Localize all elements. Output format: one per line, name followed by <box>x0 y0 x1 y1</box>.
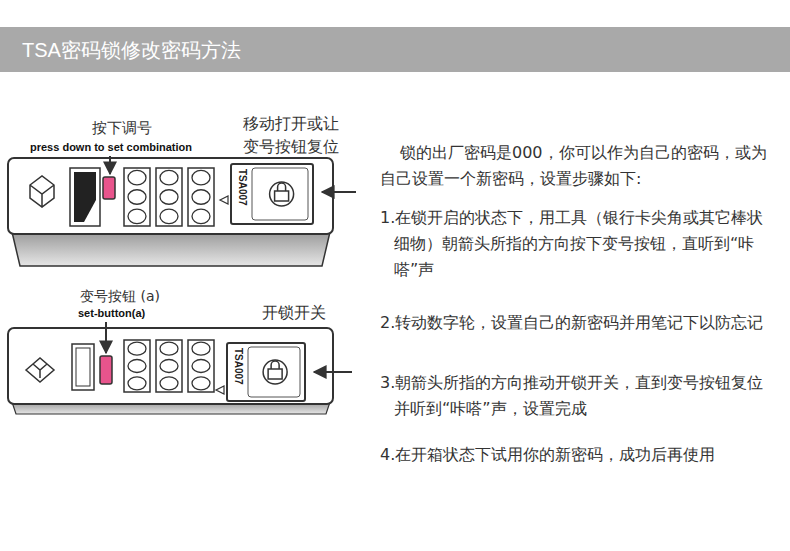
wheel-band <box>192 360 210 373</box>
direction-arrow <box>314 371 352 373</box>
wheel-band <box>192 209 210 224</box>
callout-label: set-button(a) <box>78 306 145 320</box>
wheel-band <box>160 190 178 205</box>
wheel-band <box>160 209 178 224</box>
step-text: 3.朝箭头所指的方向推动开锁开关，直到变号按钮复位并听到“咔嗒”声，设置完成 <box>380 370 775 422</box>
number-wheel <box>124 168 150 226</box>
lock-top <box>8 158 333 266</box>
number-wheel <box>188 168 214 226</box>
slide-switch: TSA007 <box>226 342 306 402</box>
wheel-band <box>128 209 146 224</box>
model-mark: TSA007 <box>233 348 244 385</box>
callout-label: 按下调号 <box>92 119 152 139</box>
page-title: TSA密码锁修改密码方法 <box>22 37 241 64</box>
wheel-band <box>128 342 146 355</box>
wheel-band <box>192 190 210 205</box>
wheel-band <box>192 377 210 390</box>
step-text: 2.转动数字轮，设置自己的新密码并用笔记下以防忘记 <box>380 310 775 336</box>
wheel-band <box>160 377 178 390</box>
wheel-band <box>128 190 146 205</box>
intro-paragraph: 锁的出厂密码是000，你可以作为自己的密码，或为自己设置一个新密码，设置步骤如下… <box>380 140 775 192</box>
number-wheel <box>156 340 182 392</box>
callout-label: 移动打开或让 变号按钮复位 <box>243 112 347 158</box>
leader-arrow <box>105 322 107 353</box>
callout-label: 开锁开关 <box>262 303 326 324</box>
step-text: 4.在开箱状态下试用你的新密码，成功后再使用 <box>380 442 775 468</box>
leader-arrow <box>109 156 111 174</box>
step-text: 1.在锁开启的状态下，用工具（银行卡尖角或其它棒状细物）朝箭头所指的方向按下变号… <box>380 205 775 283</box>
wheel-band <box>160 170 178 185</box>
number-wheel <box>156 168 182 226</box>
wheel-band <box>192 170 210 185</box>
wheel-band <box>128 170 146 185</box>
slide-switch: TSA007 <box>230 163 314 225</box>
lock-bottom <box>8 328 333 414</box>
wheel-band <box>128 360 146 373</box>
wheel-band <box>192 342 210 355</box>
callout-label: 变号按钮 (a) <box>80 287 160 305</box>
number-wheel <box>124 340 150 392</box>
number-wheel <box>188 340 214 392</box>
wheel-band <box>160 360 178 373</box>
direction-arrow <box>322 191 356 193</box>
header-bar <box>0 27 790 72</box>
callout-label: press down to set combination <box>30 140 192 154</box>
wheel-band <box>128 377 146 390</box>
model-mark: TSA007 <box>237 169 248 206</box>
wheel-band <box>160 342 178 355</box>
